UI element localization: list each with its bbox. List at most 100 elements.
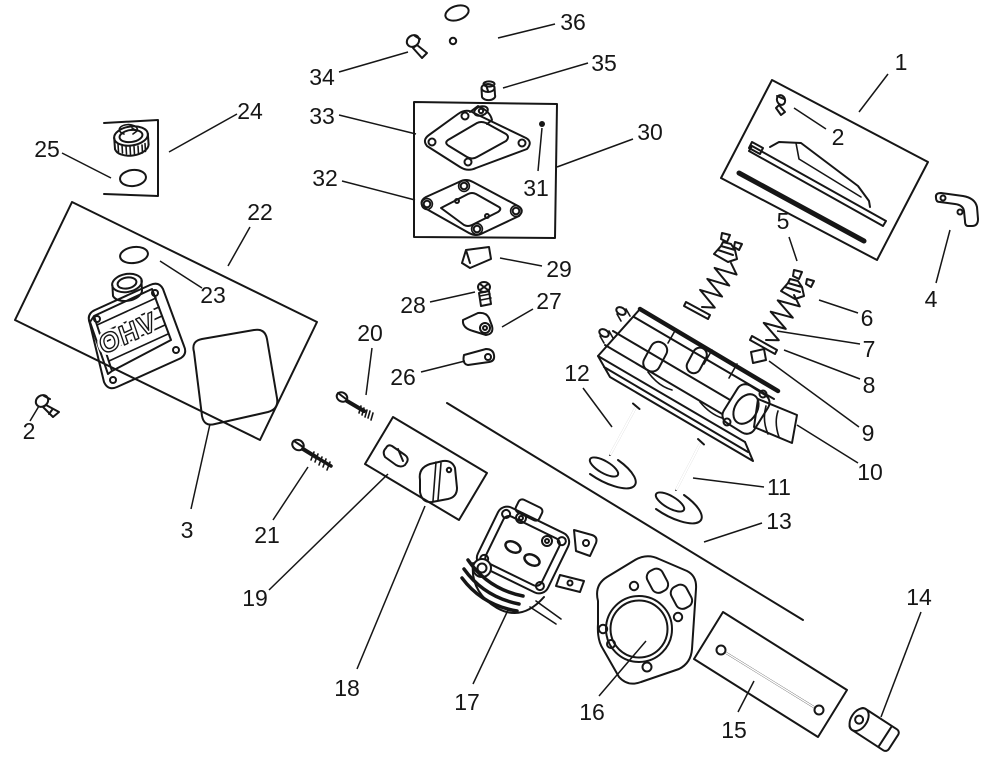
breather-grommet [480, 83, 497, 102]
group-boxes [14, 79, 929, 738]
callout-31: 31 [523, 175, 549, 201]
callout-28: 28 [400, 292, 426, 318]
callout-20: 20 [357, 320, 383, 346]
callout-11: 11 [767, 474, 791, 500]
leader-line-10 [796, 424, 859, 464]
leader-line-5 [788, 236, 798, 262]
breather-screw-dot [539, 121, 545, 127]
group-line-head-kit [446, 402, 804, 621]
valve-lifter [848, 706, 900, 752]
callout-23: 23 [200, 282, 226, 308]
leader-line-28 [429, 291, 476, 303]
callout-7: 7 [863, 336, 876, 362]
leader-line-14 [880, 611, 922, 718]
callout-16: 16 [579, 699, 605, 725]
leader-line-19 [268, 473, 389, 591]
leader-line-24 [168, 113, 238, 153]
head-bolt-long [291, 438, 333, 471]
leader-line-29 [499, 257, 543, 267]
valve-cover-gasket [192, 328, 279, 426]
leader-line-3 [190, 423, 211, 510]
valve-springs [699, 262, 801, 342]
leader-line-27 [501, 308, 534, 328]
rocker-cap [418, 459, 458, 504]
leader-line-36 [497, 23, 556, 39]
leader-line-6 [818, 299, 859, 314]
callout-27: 27 [536, 288, 562, 314]
adjusting-screw [477, 281, 492, 307]
guide-plate-plug [382, 444, 409, 468]
leader-line-34 [338, 51, 409, 73]
leader-line-17 [472, 607, 510, 685]
leader-line-30 [556, 138, 634, 168]
cover-gasket-strip [736, 170, 867, 244]
leader-line-32 [341, 180, 416, 201]
leader-line-2 [793, 107, 827, 130]
ohv-valve-cover: OHV OHV [87, 272, 187, 390]
cover-assembly-side-view [736, 94, 887, 244]
head-gasket [596, 555, 698, 685]
head-bolt-short [335, 391, 374, 421]
leader-line-11 [692, 477, 765, 488]
leader-line-15 [737, 680, 755, 713]
leader-line-23 [159, 260, 203, 289]
group-box-breather-kit [413, 101, 558, 239]
callout-29: 29 [546, 256, 572, 282]
callout-10: 10 [857, 459, 883, 485]
callout-2: 2 [23, 418, 36, 444]
leader-line-35 [502, 62, 589, 89]
callout-26: 26 [390, 364, 416, 390]
callout-13: 13 [766, 508, 792, 534]
leader-line-2 [29, 405, 40, 422]
callout-22: 22 [247, 199, 273, 225]
callout-9: 9 [862, 420, 875, 446]
callout-2: 2 [832, 124, 845, 150]
cover-profile [769, 141, 871, 208]
intake-valve [588, 402, 641, 490]
group-box-rocker-parts [364, 416, 488, 521]
cap-o-ring [119, 168, 147, 188]
cover-flange [87, 282, 187, 390]
leader-line-16 [598, 640, 647, 697]
group-box-pushrod [693, 611, 848, 738]
callout-1: 1 [895, 49, 908, 75]
callout-36: 36 [560, 9, 586, 35]
breather-reed-plate [420, 179, 523, 236]
leader-line-33 [338, 114, 417, 135]
leader-line-20 [365, 347, 373, 396]
group-box-cover-assembly [720, 79, 929, 261]
leader-line-8 [783, 349, 861, 380]
callout-17: 17 [454, 689, 480, 715]
callout-3: 3 [181, 517, 194, 543]
cover-o-ring [119, 245, 149, 265]
breather-tube [444, 4, 496, 88]
cylinder-head-top [460, 498, 598, 625]
cap-arrow-icon [118, 123, 139, 135]
callout-4: 4 [925, 286, 938, 312]
leader-line-21 [272, 466, 309, 521]
lift-bracket [934, 192, 979, 227]
callout-14: 14 [906, 584, 932, 610]
spring-retainers [713, 241, 805, 300]
leader-line-13 [703, 522, 763, 543]
exhaust-valve [654, 438, 705, 525]
leader-line-26 [420, 360, 466, 373]
leader-line-31 [537, 127, 543, 172]
leader-line-12 [582, 387, 613, 428]
group-box-valve-cover-kit [14, 201, 318, 441]
callout-24: 24 [237, 98, 263, 124]
breather-cover [423, 105, 531, 171]
rocker-arm-upper [461, 311, 494, 336]
leader-line-4 [935, 229, 951, 284]
callout-33: 33 [309, 103, 335, 129]
leader-line-18 [356, 505, 426, 670]
callout-32: 32 [312, 165, 338, 191]
callout-8: 8 [863, 372, 876, 398]
oil-fill-cap [113, 123, 150, 157]
callout-5: 5 [777, 208, 790, 234]
leader-line-25 [61, 152, 112, 179]
callout-15: 15 [721, 717, 747, 743]
cover-base-plate [748, 141, 887, 227]
